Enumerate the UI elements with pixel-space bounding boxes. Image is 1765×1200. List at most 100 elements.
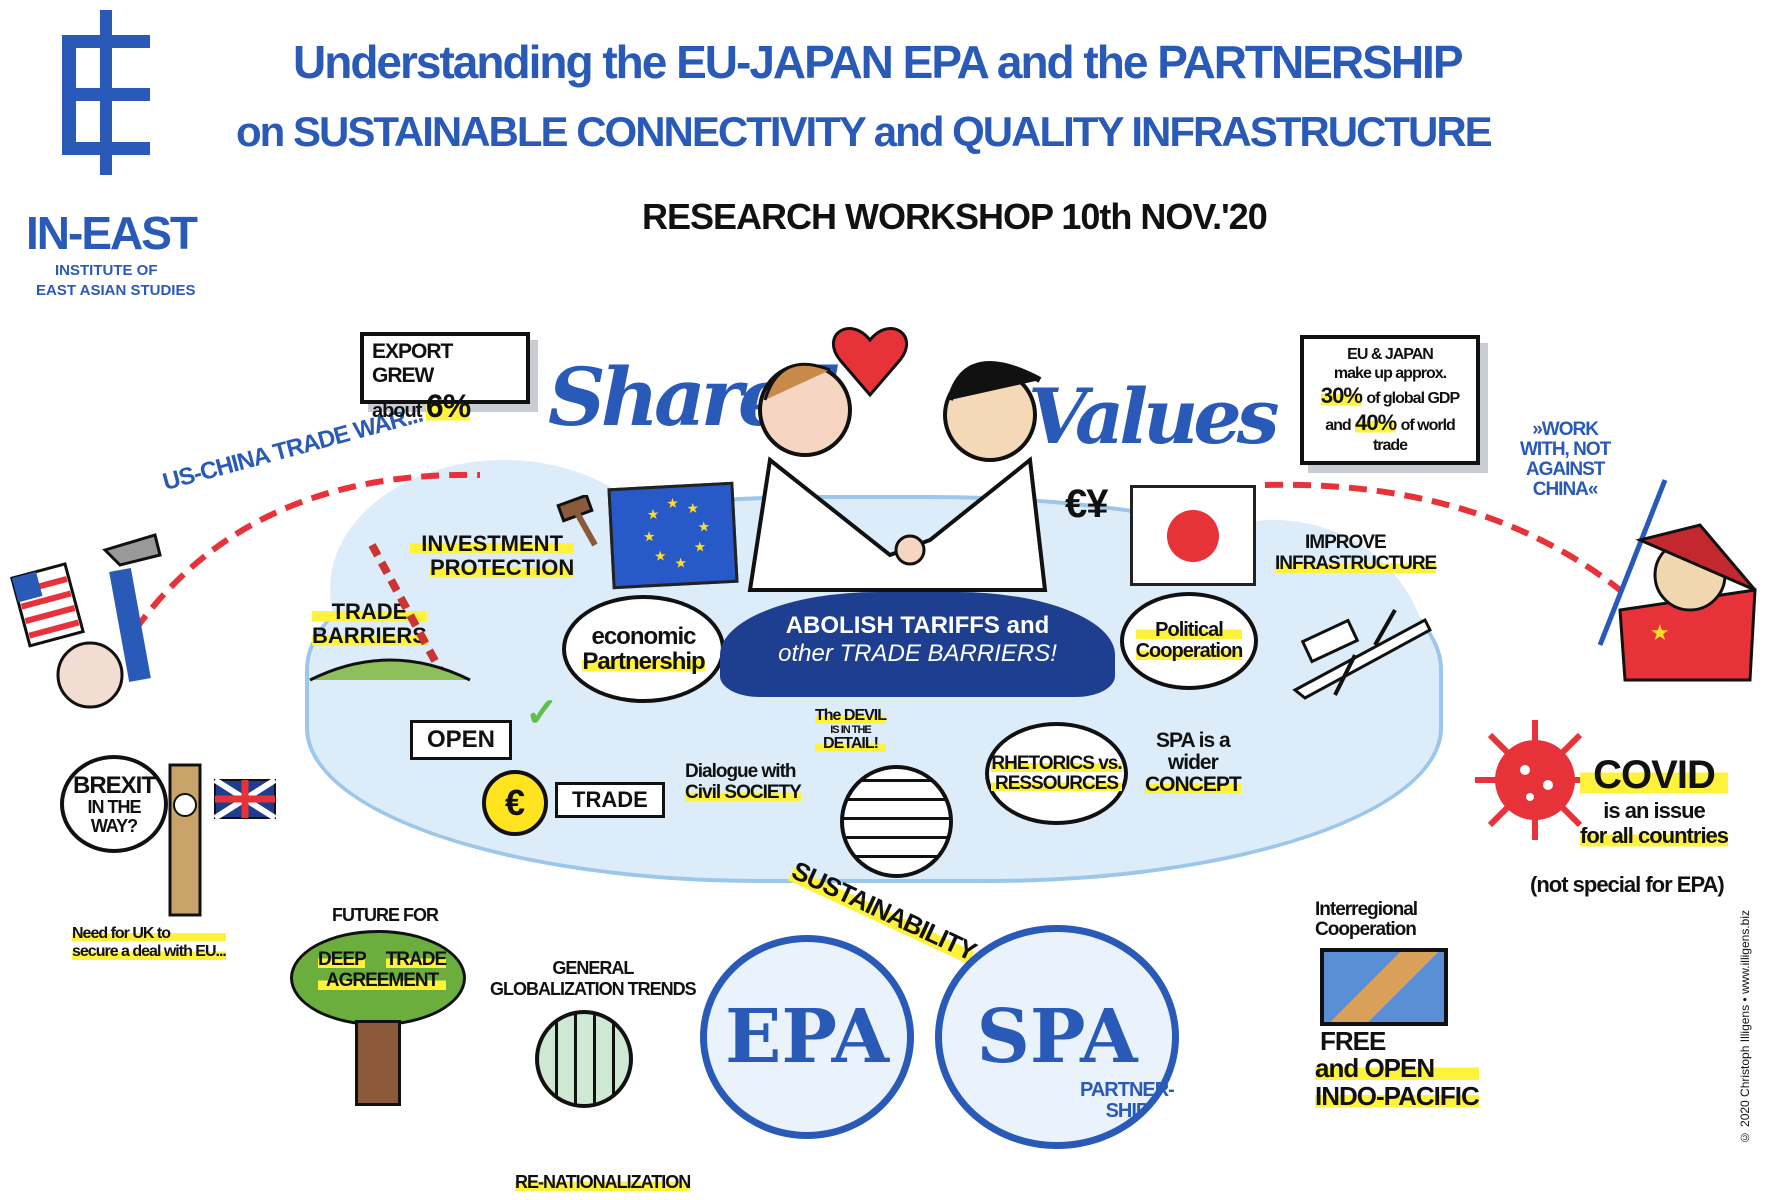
svg-text:★: ★ (666, 495, 679, 512)
covid-line-2: for all countries (1580, 823, 1729, 849)
work-with-line-3: AGAINST (1525, 458, 1606, 480)
interregional-line-1: Interregional (1315, 899, 1418, 920)
broken-globe-icon (535, 1010, 633, 1108)
open-window-map-icon (1320, 948, 1448, 1026)
uncle-sam-illustration (10, 533, 162, 709)
infrastructure-line-2: INFRASTRUCTURE (1275, 552, 1437, 575)
heart-icon (832, 327, 908, 398)
deep-label: DEEP (318, 949, 366, 970)
rhetorics-line-2: RESSOURCES (991, 773, 1122, 794)
work-with-line-4: CHINA« (1532, 478, 1599, 500)
svg-text:★: ★ (1650, 620, 1670, 645)
agreement-label: AGREEMENT (318, 970, 447, 992)
brexit-line-3: WAY? (90, 815, 138, 836)
logo-subtitle-2: EAST ASIAN STUDIES (36, 282, 196, 299)
svg-text:★: ★ (697, 518, 710, 535)
checkmark-icon: ✓ (525, 691, 559, 735)
trade-share-text: of world trade (1372, 416, 1456, 455)
partnership-label: PARTNER- SHIP (1080, 1079, 1175, 1122)
trade-share-value: 40% (1355, 409, 1397, 435)
dialogue-civil-society-label: Dialogue with Civil SOCIETY (685, 761, 802, 804)
export-growth-box: EXPORT GREW about 6% (360, 332, 530, 424)
revolver-icon (102, 533, 162, 567)
spa-wider-concept-label: SPA is a wider CONCEPT (1145, 729, 1242, 797)
export-value: 6% (425, 388, 471, 424)
virus-icon (1475, 720, 1595, 840)
globe-sustainability-icon (840, 765, 953, 878)
open-arrow-label: OPEN (410, 720, 513, 761)
eu-flag: ★★★★★★★★ (607, 481, 739, 590)
devil-line-1: The DEVIL (815, 707, 887, 725)
in-east-logo-icon (62, 10, 150, 175)
eu-stars-icon: ★★★★★★★★ (643, 495, 711, 571)
page-title-line-2: on SUSTAINABLE CONNECTIVITY and QUALITY … (236, 108, 1493, 155)
euro-symbol: € (504, 782, 526, 823)
export-line-1: EXPORT GREW (372, 340, 453, 387)
eu-japan-facts-box: EU & JAPAN make up approx. 30% of global… (1300, 335, 1480, 466)
re-nationalization-label: RE-NATIONALIZATION (515, 1172, 691, 1193)
brexit-note: Need for UK to secure a deal with EU... (72, 925, 227, 962)
copyright-note: © 2020 Christoph Illigens • www.illigens… (1738, 910, 1752, 1145)
trade-barriers-line-2: BARRIERS (312, 623, 427, 649)
sword-icon (1597, 479, 1668, 646)
brexit-line-2: IN THE (87, 796, 141, 817)
partnership-line-1: PARTNER- (1080, 1079, 1175, 1101)
partnership-line-2: SHIP (1105, 1100, 1150, 1122)
work-with-line-2: WITH, NOT (1520, 438, 1611, 460)
dialogue-line-2: Civil SOCIETY (685, 781, 802, 804)
work-with-china-note: »WORK WITH, NOT AGAINST CHINA« (1520, 419, 1611, 500)
barrier-gate-icon (309, 543, 471, 682)
deep-trade-agreement-label: DEEP TRADE AGREEMENT (318, 949, 447, 992)
free-line-3: INDO-PACIFIC (1315, 1080, 1480, 1111)
covid-note-line-3: (not special for EPA) (1530, 872, 1725, 897)
svg-text:★: ★ (686, 500, 699, 517)
spa-circle: SPA (935, 925, 1179, 1149)
tree-trunk (355, 1020, 401, 1106)
covid-title: COVID (1580, 752, 1729, 798)
economic-line-2: Partnership (582, 648, 706, 675)
handshake-illustration (747, 327, 1048, 592)
page-title-line-1: Understanding the EU-JAPAN EPA and the P… (293, 36, 1464, 88)
future-for-label: FUTURE FOR (332, 905, 439, 925)
logo-name: IN-EAST (26, 207, 198, 259)
spa-concept-line-1: SPA is a (1155, 729, 1231, 752)
general-line-2: GLOBALIZATION TRENDS (490, 979, 697, 999)
interregional-cooperation-label: Interregional Cooperation (1315, 899, 1418, 940)
spa-concept-line-3: CONCEPT (1145, 773, 1242, 797)
rhetorics-resources-bubble: RHETORICS vs.RESSOURCES (985, 722, 1128, 825)
gdp-share-value: 30% (1320, 383, 1363, 409)
page-subtitle: RESEARCH WORKSHOP 10th NOV.'20 (642, 196, 1268, 237)
covid-line-1: is an issue (1603, 798, 1706, 823)
euro-coin-icon: € (482, 770, 548, 836)
free-line-1: FREE (1320, 1026, 1386, 1056)
political-line-1: Political (1135, 620, 1243, 641)
logo-mark (60, 10, 152, 175)
epa-circle: EPA (700, 935, 914, 1139)
gdp-share-text: of global GDP (1366, 390, 1460, 408)
work-with-line-1: »WORK (1532, 419, 1599, 440)
svg-text:★: ★ (674, 554, 687, 571)
trade-barriers-label: TRADE BARRIERS (312, 599, 427, 649)
political-line-2: Cooperation (1135, 640, 1243, 662)
china-samurai-illustration: ★ (1597, 479, 1757, 682)
spa-concept-line-2: wider (1167, 751, 1219, 775)
big-ben-uk-flag-illustration (168, 763, 277, 917)
trade-war-dashed-line (132, 471, 1622, 632)
eu-japan-line-1: EU & JAPAN (1347, 346, 1434, 363)
svg-text:★: ★ (646, 506, 659, 523)
svg-text:★: ★ (643, 528, 656, 545)
abolish-tariffs-banner: ABOLISH TARIFFS and other TRADE BARRIERS… (720, 592, 1115, 697)
brexit-line-1: BREXIT (72, 771, 156, 799)
economic-line-1: economic (591, 622, 696, 650)
improve-infrastructure-label: IMPROVE INFRASTRUCTURE (1275, 532, 1437, 575)
free-line-2: and OPEN (1315, 1054, 1479, 1083)
export-about: about (372, 400, 422, 422)
banner-line-2: other TRADE BARRIERS! (778, 640, 1057, 667)
gavel-icon (556, 495, 598, 547)
rhetorics-line-1: RHETORICS vs. (991, 752, 1123, 774)
spa-label: SPA (976, 994, 1138, 1080)
investment-line-2: PROTECTION (430, 555, 575, 581)
devil-detail-label: The DEVIL IS IN THE DETAIL! (815, 707, 887, 754)
